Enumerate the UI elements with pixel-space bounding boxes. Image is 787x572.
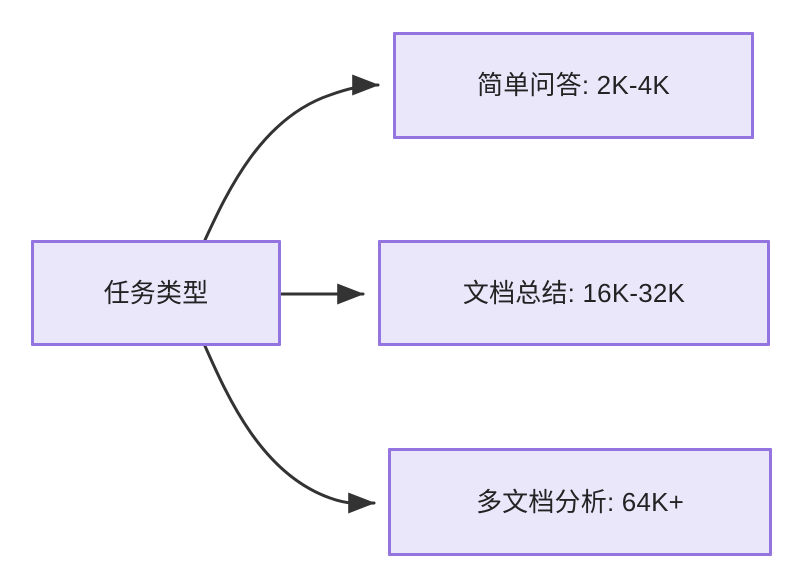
node-label-multi-doc: 多文档分析: 64K+: [475, 486, 685, 517]
node-multi-doc[interactable]: 多文档分析: 64K+: [388, 448, 772, 556]
node-task-type[interactable]: 任务类型: [31, 240, 281, 346]
node-doc-summary[interactable]: 文档总结: 16K-32K: [378, 240, 770, 346]
node-simple-qa[interactable]: 简单问答: 2K-4K: [393, 32, 754, 139]
edge-root-to-simple-qa: [203, 74, 380, 242]
node-label-doc-summary: 文档总结: 16K-32K: [462, 277, 686, 308]
node-label-simple-qa: 简单问答: 2K-4K: [477, 70, 670, 101]
edge-root-to-multi-doc: [203, 344, 376, 514]
node-label-task-type: 任务类型: [103, 277, 209, 308]
